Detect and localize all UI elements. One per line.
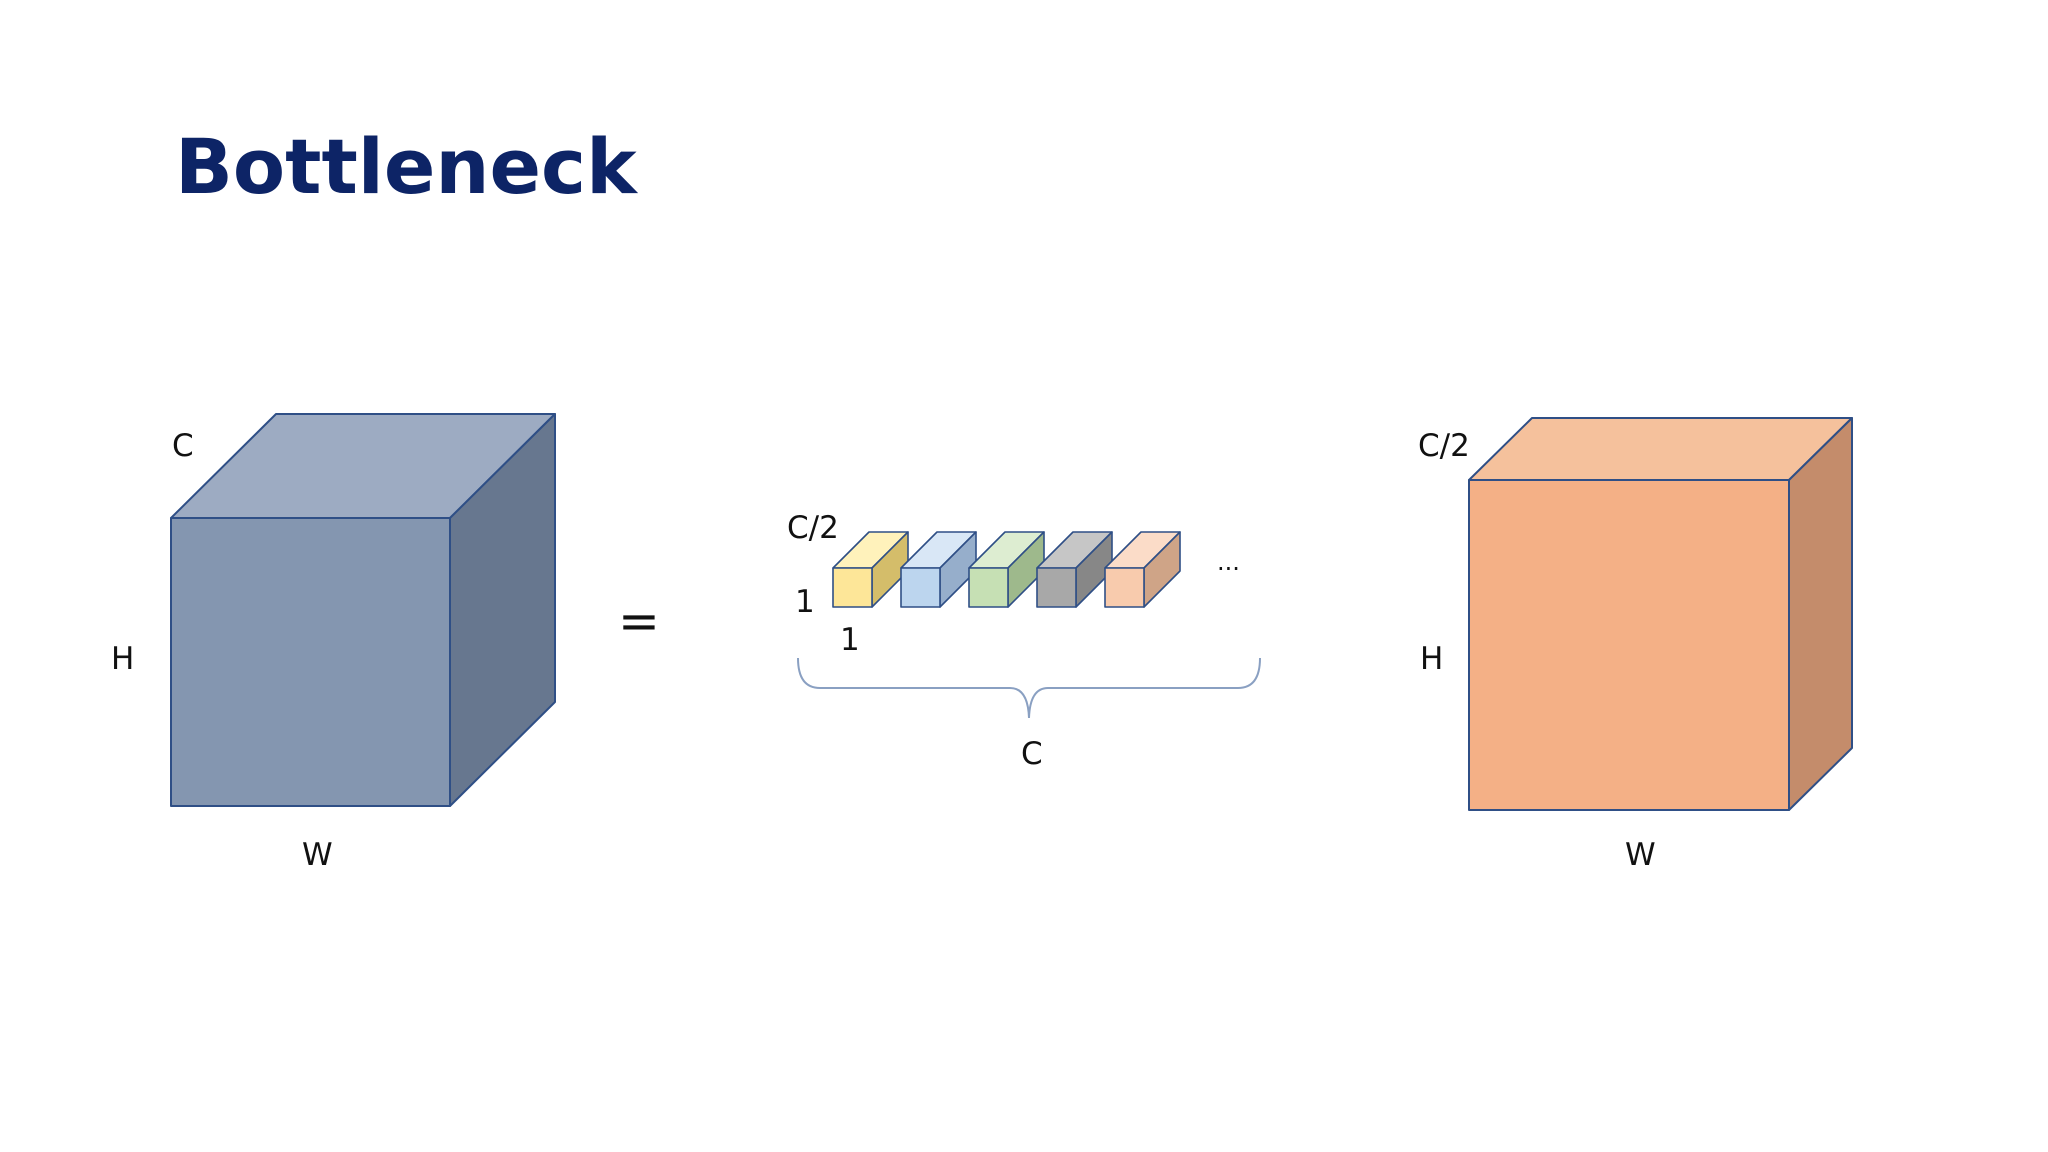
kernel-cube xyxy=(1036,531,1113,608)
input-feature-cube xyxy=(170,413,556,807)
input-cube-front-face xyxy=(170,517,451,807)
kernel-cube-front-face xyxy=(1036,567,1077,608)
kernel-channel-label: C/2 xyxy=(787,510,839,546)
curly-brace xyxy=(797,657,1261,719)
kernel-row xyxy=(832,531,1181,608)
kernel-cube xyxy=(968,531,1045,608)
kernel-cube xyxy=(900,531,977,608)
kernel-cube-front-face xyxy=(900,567,941,608)
output-cube-side-face xyxy=(1788,417,1853,811)
kernel-count-label: C xyxy=(1021,736,1043,772)
output-cube-front-face xyxy=(1468,479,1790,811)
kernel-cube-front-face xyxy=(968,567,1009,608)
page-title: Bottleneck xyxy=(175,122,638,211)
output-height-label: H xyxy=(1420,641,1443,677)
kernel-cube xyxy=(832,531,909,608)
output-cube-top-face xyxy=(1468,417,1853,481)
output-width-label: W xyxy=(1625,837,1656,873)
kernel-cube-front-face xyxy=(832,567,873,608)
kernel-cube xyxy=(1104,531,1181,608)
equals-sign: = xyxy=(618,592,660,650)
kernel-height-label: 1 xyxy=(795,584,815,620)
input-width-label: W xyxy=(302,837,333,873)
output-depth-label: C/2 xyxy=(1418,428,1470,464)
input-height-label: H xyxy=(111,641,134,677)
output-feature-cube xyxy=(1468,417,1853,811)
kernel-cube-front-face xyxy=(1104,567,1145,608)
kernel-ellipsis: ... xyxy=(1217,548,1240,576)
kernel-width-label: 1 xyxy=(840,622,860,658)
input-depth-label: C xyxy=(172,428,194,464)
